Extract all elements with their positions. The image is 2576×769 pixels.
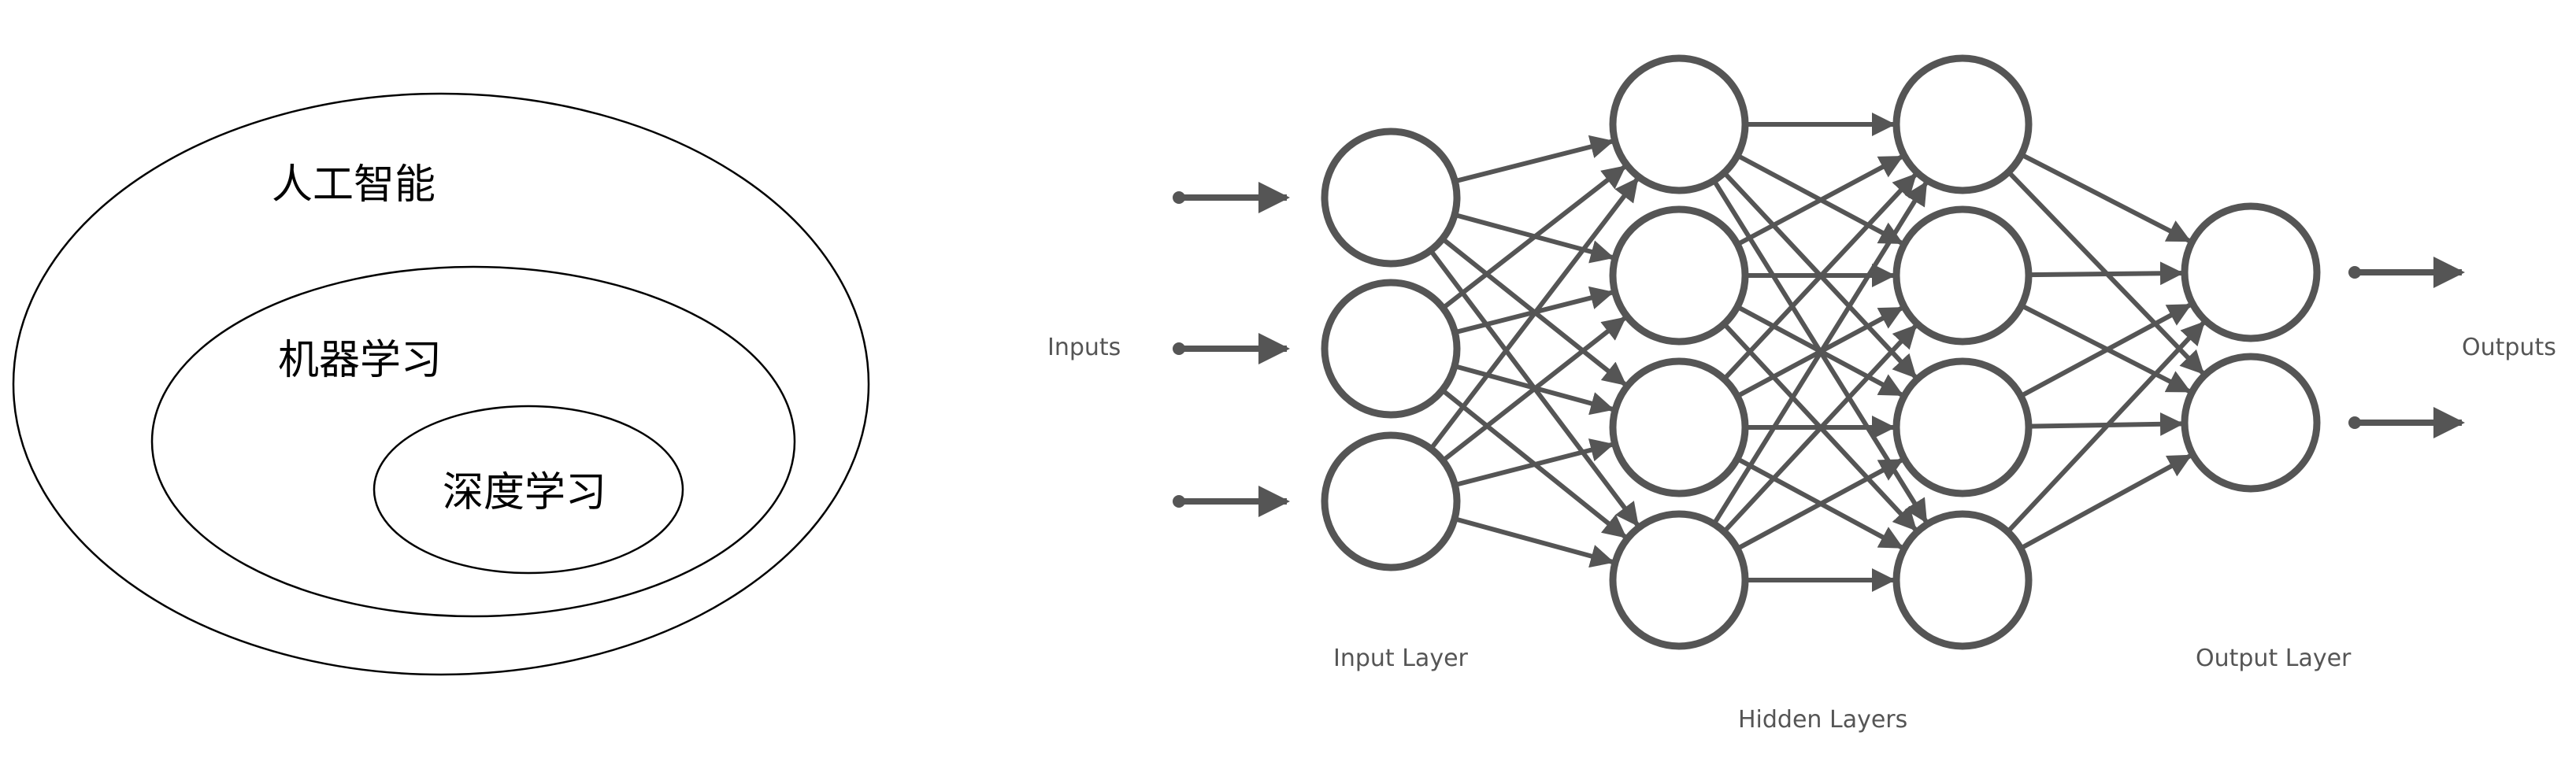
network-nodes xyxy=(1321,54,2321,650)
neural-network: Inputs Outputs Input Layer Hidden Layers… xyxy=(1047,54,2556,734)
connection-line xyxy=(1454,135,1614,184)
connection-line xyxy=(2020,152,2192,243)
connection-line xyxy=(1454,516,1614,568)
ai-ellipse xyxy=(12,92,870,676)
connection-line xyxy=(1736,458,1904,551)
network-node xyxy=(1609,510,1749,650)
connection-line xyxy=(2028,261,2184,286)
dl-ellipse xyxy=(373,405,684,575)
network-node xyxy=(1892,510,2033,650)
connection-line xyxy=(1454,438,1614,488)
connection-line xyxy=(1441,165,1626,310)
connection-line xyxy=(2019,453,2192,551)
connection-line xyxy=(1722,324,1918,534)
network-node xyxy=(1609,205,1749,346)
ai-label: 人工智能 xyxy=(272,161,436,209)
network-node xyxy=(1892,205,2033,346)
hidden-layers-label: Hidden Layers xyxy=(1738,706,1907,734)
network-node xyxy=(2181,202,2321,342)
connection-line xyxy=(1441,316,1627,463)
ml-ellipse xyxy=(150,265,796,618)
connection-line xyxy=(1722,173,1918,381)
network-node xyxy=(2181,353,2321,493)
dl-label: 深度学习 xyxy=(443,469,606,516)
network-node xyxy=(1321,431,1461,571)
network-node xyxy=(1892,357,2033,497)
connection-line xyxy=(2019,303,2192,398)
network-node xyxy=(1609,357,1749,497)
network-node xyxy=(1321,128,1461,268)
venn-diagram: 人工智能 机器学习 深度学习 xyxy=(12,92,870,676)
network-node xyxy=(1892,54,2033,194)
connection-line xyxy=(1429,177,1639,451)
output-layer-label: Output Layer xyxy=(2196,645,2352,672)
connection-line xyxy=(1711,181,1929,526)
network-connections xyxy=(1429,113,2206,592)
input-layer-label: Input Layer xyxy=(1333,645,1469,672)
inputs-label: Inputs xyxy=(1047,334,1121,361)
connection-line xyxy=(1736,154,1904,247)
network-node xyxy=(1321,279,1461,419)
outputs-label: Outputs xyxy=(2462,334,2556,361)
connection-line xyxy=(2006,321,2206,534)
ml-label: 机器学习 xyxy=(278,337,442,384)
io-arrows xyxy=(1173,182,2465,517)
network-node xyxy=(1609,54,1749,194)
